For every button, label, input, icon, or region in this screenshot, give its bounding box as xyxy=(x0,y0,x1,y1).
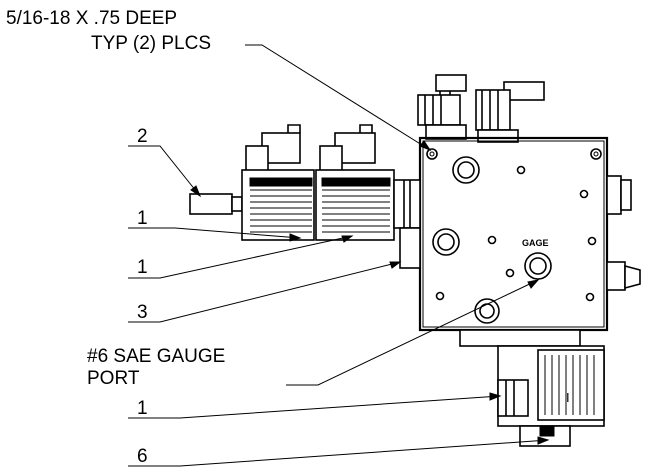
gauge-port-line2: PORT xyxy=(87,368,140,389)
leader-lines xyxy=(128,44,550,467)
coil-mark: I xyxy=(566,390,570,405)
bottom-solenoid-assembly: I xyxy=(459,329,605,447)
item-1-lower-label: 1 xyxy=(137,398,148,419)
gauge-port-line1: #6 SAE GAUGE xyxy=(87,346,225,367)
item-2-label: 2 xyxy=(137,126,148,147)
tap-callout-line2: TYP (2) PLCS xyxy=(91,33,211,54)
tap-callout-line1: 5/16-18 X .75 DEEP xyxy=(6,8,177,29)
right-fittings xyxy=(606,175,641,291)
manifold-block xyxy=(418,136,609,332)
left-solenoid-assembly xyxy=(189,124,421,269)
callout-labels: 5/16-18 X .75 DEEP TYP (2) PLCS 2 1 1 3 … xyxy=(6,8,225,467)
item-1-middle-label: 1 xyxy=(137,257,148,278)
item-6-label: 6 xyxy=(137,446,148,467)
top-fittings xyxy=(417,74,545,143)
item-3-label: 3 xyxy=(137,302,148,323)
gage-marking: GAGE xyxy=(522,238,549,248)
item-1-upper-label: 1 xyxy=(137,208,148,229)
